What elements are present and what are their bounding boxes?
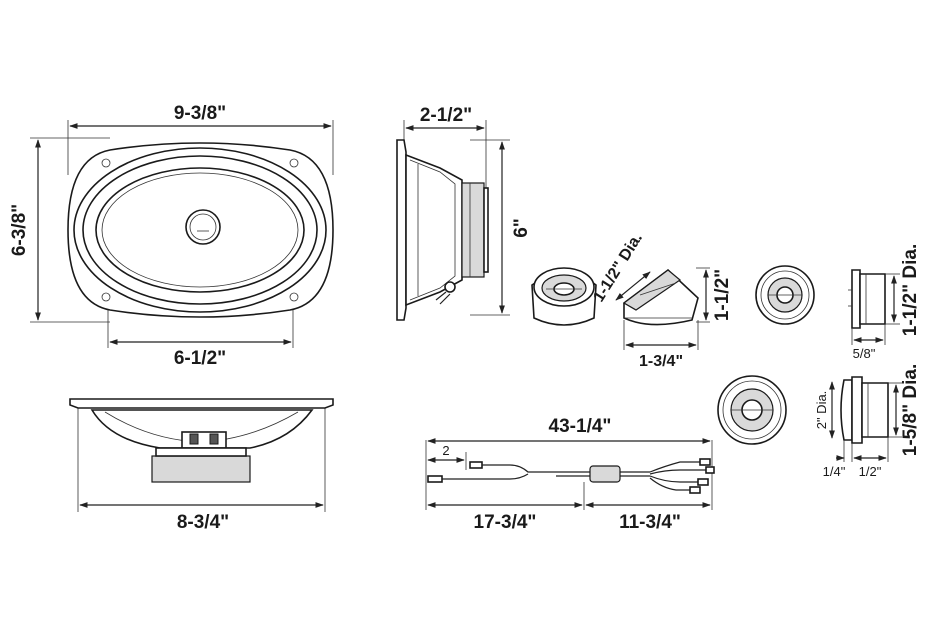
woofer-bottom-view: 8-3/4" <box>69 398 334 533</box>
woofer-mount-width-label: 6-1/2" <box>174 348 226 369</box>
tweeter-flush-dia-label: 1-1/2" Dia. <box>900 244 921 336</box>
harness-left-label: 17-3/4" <box>474 512 537 533</box>
tweeter-surface-depth-a-label: 1/4" <box>823 464 846 479</box>
tweeter-surface-outer-dia-label: 1-5/8" Dia. <box>900 364 921 456</box>
tweeter-angle-height-label: 1-1/2" <box>712 269 733 321</box>
angled-tweeter-cup: 1-1/2" Dia. 1-1/2" 1-3/4" <box>531 230 733 370</box>
woofer-cutout-height-label: 6" <box>511 218 532 238</box>
harness-total-label: 43-1/4" <box>549 416 612 437</box>
woofer-base-width-label: 8-3/4" <box>177 512 229 533</box>
harness-right-label: 11-3/4" <box>619 512 681 533</box>
tweeter-angle-depth-label: 1-3/4" <box>639 353 683 370</box>
tweeter-surface-depth-b-label: 1/2" <box>859 464 882 479</box>
flush-tweeter: 5/8" 1-1/2" Dia. <box>755 244 921 361</box>
crossover-harness: 43-1/4" 2 17-3/4" 11-3/4" <box>425 416 715 533</box>
woofer-depth-label: 2-1/2" <box>420 105 472 126</box>
tweeter-surface-inner-dia-label: 2" Dia. <box>814 391 829 430</box>
woofer-side-view: 2-1/2" 6" <box>396 105 532 321</box>
surface-tweeter: 2" Dia. 1-5/8" Dia. 1/4" 1/2" <box>717 364 921 479</box>
woofer-width-label: 9-3/8" <box>174 103 226 124</box>
woofer-height-label: 6-3/8" <box>9 204 30 256</box>
harness-short-label: 2 <box>442 443 449 458</box>
woofer-front-view: 9-3/8" 6-3/8" 6-1/2" <box>9 103 334 369</box>
tweeter-flush-depth-label: 5/8" <box>853 346 876 361</box>
